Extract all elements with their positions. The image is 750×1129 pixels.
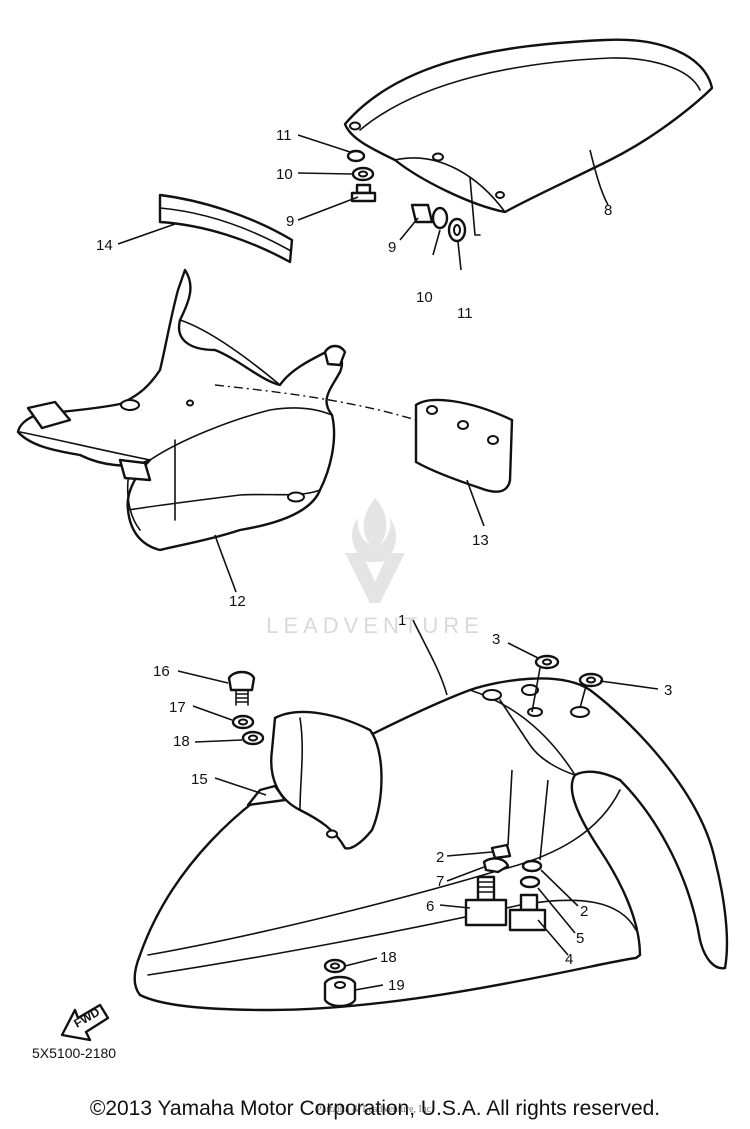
callout-19: 19 bbox=[388, 977, 405, 994]
part-14-strap bbox=[158, 193, 294, 264]
hardware-18-19 bbox=[323, 958, 357, 1008]
leader-lines bbox=[117, 134, 659, 991]
callout-12: 12 bbox=[229, 593, 246, 610]
callout-9-lower: 9 bbox=[388, 239, 396, 256]
callout-8: 8 bbox=[604, 202, 612, 219]
upper-hardware-right bbox=[410, 203, 467, 243]
flame-logo-icon bbox=[352, 498, 397, 562]
callout-17: 17 bbox=[169, 699, 186, 716]
callout-2-left: 2 bbox=[436, 849, 444, 866]
alignment-line-12-13 bbox=[214, 384, 417, 421]
v-logo-icon bbox=[345, 553, 405, 603]
faint-caption: Partzilla & LeadVenture, Inc. bbox=[316, 1104, 433, 1115]
callout-9-upper: 9 bbox=[286, 213, 294, 230]
callout-10-upper: 10 bbox=[276, 166, 293, 183]
callout-10-lower: 10 bbox=[416, 289, 433, 306]
callout-16: 16 bbox=[153, 663, 170, 680]
part-15-bracket bbox=[246, 710, 383, 850]
upper-hardware-left bbox=[346, 149, 377, 203]
watermark-text: LEADVENTURE bbox=[266, 613, 484, 638]
hardware-16-17-18 bbox=[227, 670, 265, 746]
callout-3-left: 3 bbox=[492, 631, 500, 648]
callout-11-upper: 11 bbox=[276, 127, 292, 144]
callout-2-right: 2 bbox=[580, 903, 588, 920]
callout-11-lower: 11 bbox=[457, 305, 473, 322]
callout-13: 13 bbox=[472, 532, 489, 549]
callout-4: 4 bbox=[565, 951, 573, 968]
callout-3-right: 3 bbox=[664, 682, 672, 699]
callout-14: 14 bbox=[96, 237, 113, 254]
callout-18-lower: 18 bbox=[380, 949, 397, 966]
part-1-front-fender bbox=[133, 677, 729, 1012]
callout-6: 6 bbox=[426, 898, 434, 915]
part-12-inner-fender bbox=[16, 268, 347, 552]
callout-7: 7 bbox=[436, 873, 444, 890]
leadventure-watermark: LEADVENTURE bbox=[266, 498, 484, 638]
callout-18-upper: 18 bbox=[173, 733, 190, 750]
copyright-footer: ©2013 Yamaha Motor Corporation, U.S.A. A… bbox=[89, 1097, 661, 1120]
hardware-2-4-5-6-7 bbox=[464, 769, 549, 932]
callout-5: 5 bbox=[576, 930, 584, 947]
part-8-rear-fender-top bbox=[343, 38, 714, 236]
callout-1: 1 bbox=[398, 612, 406, 629]
hardware-3 bbox=[531, 654, 604, 713]
fwd-arrow-icon: FWD bbox=[60, 1003, 110, 1042]
part-13-plate bbox=[414, 398, 514, 493]
part-number-callouts: 11 10 9 8 9 10 11 14 12 13 1 3 3 16 17 1… bbox=[96, 127, 672, 994]
callout-15: 15 bbox=[191, 771, 208, 788]
diagram-code: 5X5100-2180 bbox=[32, 1045, 116, 1061]
